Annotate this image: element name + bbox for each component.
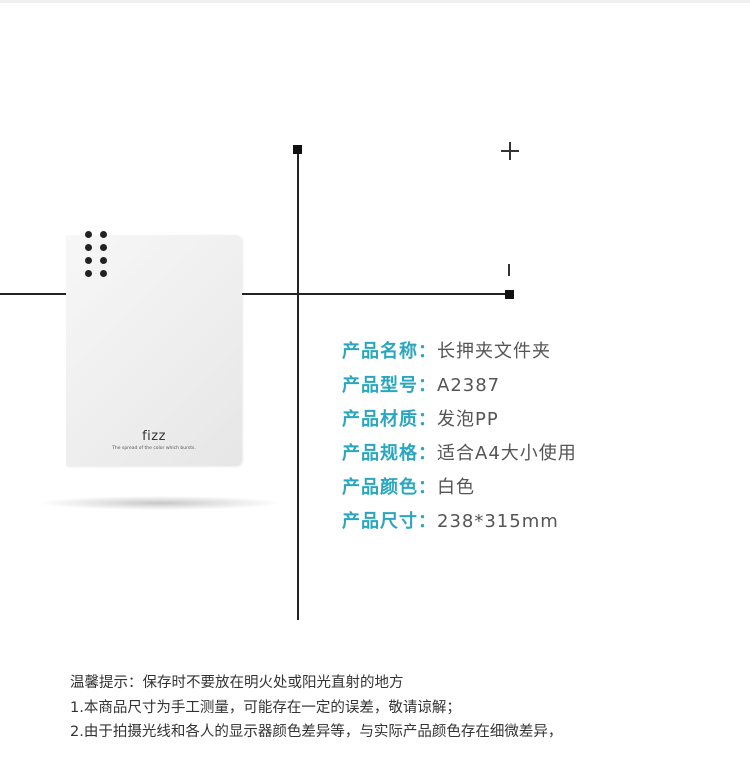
product-folder-image: fizz The spread of the color which burst… (66, 231, 242, 466)
binder-hole (85, 231, 92, 238)
spec-separator: ： (418, 443, 437, 464)
notes-title: 温馨提示：保存时不要放在明火处或阳光直射的地方 (70, 675, 404, 691)
spec-row-size: 产品尺寸：238*315mm (342, 510, 577, 544)
product-shadow (40, 496, 280, 510)
note-line: 2.由于拍摄光线和各人的显示器颜色差异等，与实际产品颜色存在细微差异， (70, 724, 563, 740)
spec-separator: ： (418, 511, 437, 532)
spec-separator: ： (418, 375, 437, 396)
binder-hole (100, 244, 107, 251)
vertical-guide-line (297, 150, 299, 620)
horizontal-guide-line (0, 293, 510, 295)
plus-icon (500, 141, 520, 161)
spec-label: 产品规格 (342, 443, 418, 464)
spec-value: 适合A4大小使用 (437, 443, 577, 464)
brand-slogan: The spread of the color which bursts. (112, 446, 196, 451)
spec-label: 产品材质 (342, 409, 418, 430)
spec-row-color: 产品颜色：白色 (342, 476, 577, 510)
square-marker-top (293, 145, 302, 154)
spec-value: A2387 (437, 375, 501, 396)
spec-list: 产品名称：长押夹文件夹 产品型号：A2387 产品材质：发泡PP 产品规格：适合… (342, 340, 577, 544)
binder-hole (100, 231, 107, 238)
tick-mark-icon (508, 264, 510, 276)
square-marker-right (505, 290, 514, 299)
spec-label: 产品颜色 (342, 477, 418, 498)
spec-value: 发泡PP (437, 409, 499, 430)
binder-hole (100, 270, 107, 277)
spec-value: 长押夹文件夹 (437, 341, 551, 362)
spec-row-material: 产品材质：发泡PP (342, 408, 577, 442)
spec-separator: ： (418, 409, 437, 430)
spec-separator: ： (418, 341, 437, 362)
spec-row-spec: 产品规格：适合A4大小使用 (342, 442, 577, 476)
spec-value: 238*315mm (437, 511, 559, 532)
binder-hole (85, 270, 92, 277)
notes-section: 温馨提示：保存时不要放在明火处或阳光直射的地方 1.本商品尺寸为手工测量，可能存… (70, 672, 562, 745)
spec-label: 产品型号 (342, 375, 418, 396)
spec-separator: ： (418, 477, 437, 498)
brand-logo: fizz (142, 429, 166, 444)
binder-hole (100, 257, 107, 264)
spec-row-name: 产品名称：长押夹文件夹 (342, 340, 577, 374)
binder-hole (85, 244, 92, 251)
spec-value: 白色 (437, 477, 475, 498)
top-border (0, 0, 750, 3)
spec-row-model: 产品型号：A2387 (342, 374, 577, 408)
binder-hole (85, 257, 92, 264)
spec-label: 产品尺寸 (342, 511, 418, 532)
binder-holes (85, 231, 109, 277)
note-line: 1.本商品尺寸为手工测量，可能存在一定的误差，敬请谅解； (70, 700, 461, 716)
spec-label: 产品名称 (342, 341, 418, 362)
